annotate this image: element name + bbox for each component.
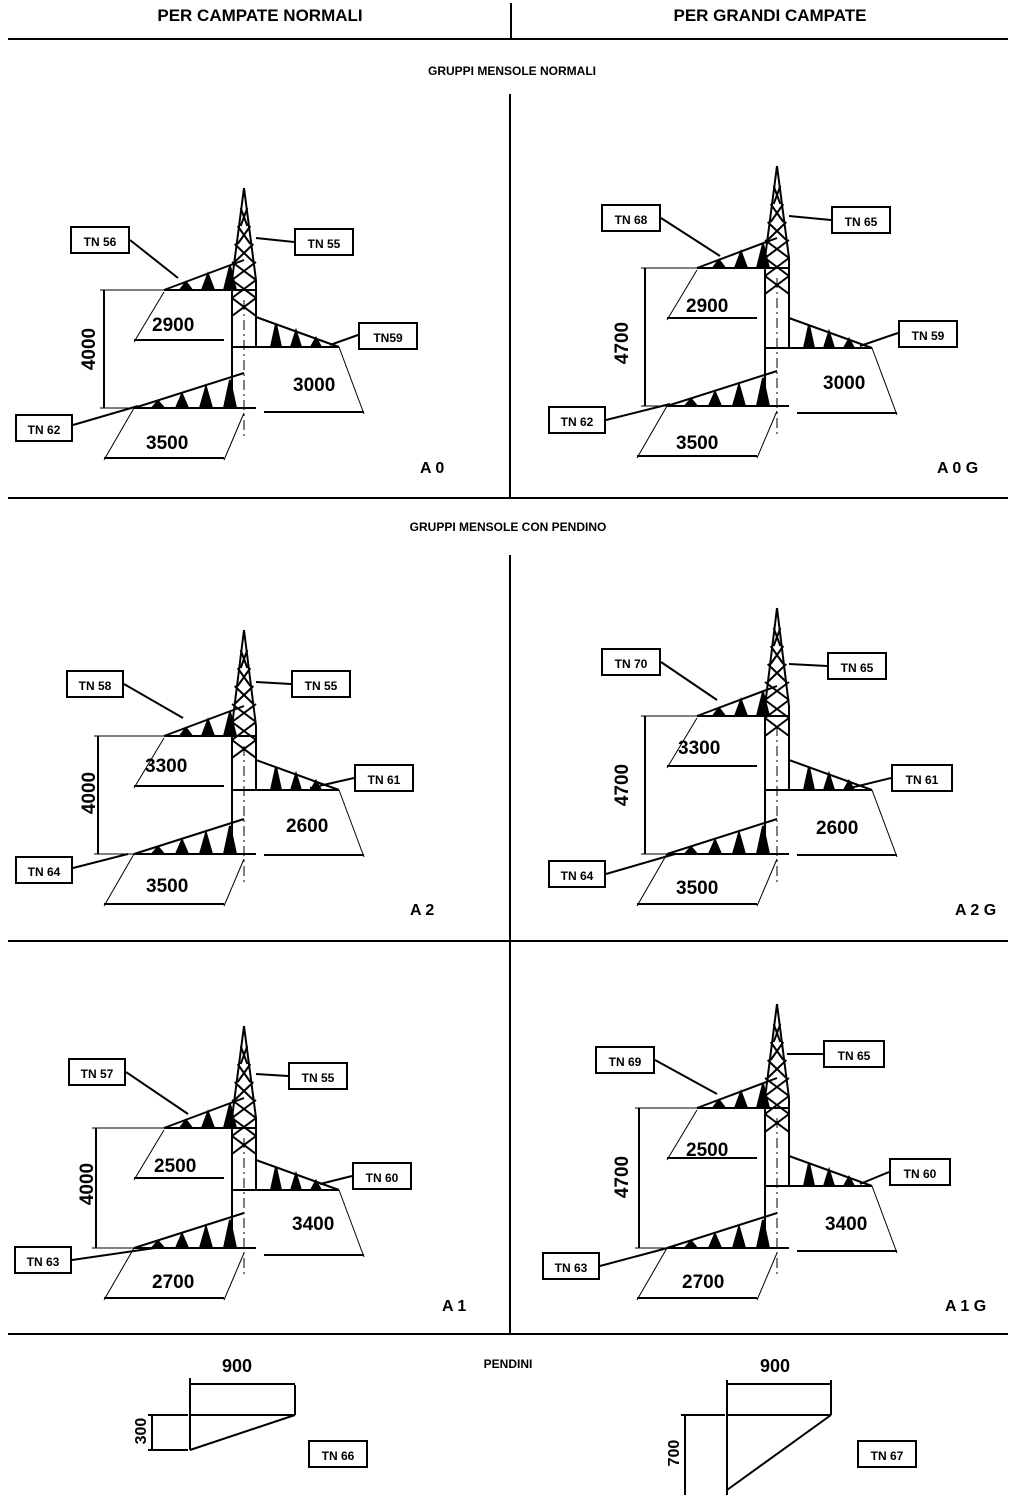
label-top-arm: TN 69 <box>595 1046 655 1074</box>
label-top-arm: TN 58 <box>66 670 124 698</box>
section-title-normali: GRUPPI MENSOLE NORMALI <box>427 64 596 78</box>
label-mast: TN 65 <box>831 206 891 234</box>
rule-3 <box>8 1333 1008 1335</box>
panel-code: A 1 <box>442 1298 467 1315</box>
header-divider <box>510 3 512 39</box>
dim-top: 3300 <box>145 756 188 777</box>
label-mast: TN 55 <box>288 1062 348 1090</box>
tower-drawing <box>599 1003 898 1301</box>
dim-top: 3300 <box>678 738 721 759</box>
dim-bottom: 3500 <box>676 433 719 454</box>
dim-width: 900 <box>222 1356 253 1376</box>
dim-right: 3000 <box>293 375 336 396</box>
dim-top: 2500 <box>686 1140 729 1161</box>
label-mast: TN 65 <box>823 1040 885 1068</box>
label-top-arm: TN 57 <box>68 1058 126 1086</box>
section-title-pendini: PENDINI <box>483 1357 533 1371</box>
header-right: PER GRANDI CAMPATE <box>673 6 867 25</box>
tower-drawing <box>72 629 365 907</box>
dim-bottom: 2700 <box>152 1272 195 1293</box>
dim-height: 4000 <box>77 1162 98 1206</box>
panel-code: A 2 G <box>955 902 997 919</box>
panel-a1: TN 57 TN 55 TN 60 TN 63 4000 2500 3400 2… <box>0 998 505 1328</box>
dim-right: 2600 <box>286 816 329 837</box>
label-right-arm: TN 60 <box>352 1162 412 1190</box>
panel-code: A 1 G <box>945 1298 987 1315</box>
label-pendino: TN 67 <box>857 1440 917 1468</box>
label-top-arm: TN 68 <box>601 204 661 232</box>
dim-top: 2900 <box>152 315 195 336</box>
dim-height: 4700 <box>612 1155 633 1199</box>
label-bottom-arm: TN 62 <box>15 414 73 442</box>
dim-width: 900 <box>760 1356 791 1376</box>
rule-1 <box>8 497 1008 499</box>
panel-code: A 0 G <box>937 460 979 477</box>
label-right-arm: TN 61 <box>891 764 953 792</box>
label-mast: TN 55 <box>294 228 354 256</box>
label-right-arm: TN 60 <box>889 1158 951 1186</box>
dim-top: 2900 <box>686 296 729 317</box>
label-top-arm: TN 70 <box>601 648 661 676</box>
dim-bottom: 3500 <box>146 433 189 454</box>
dim-height: 300 <box>133 1417 150 1445</box>
section-title-pendino: GRUPPI MENSOLE CON PENDINO <box>409 520 607 534</box>
pendino-left: 900 300 TN 66 <box>0 1340 505 1495</box>
label-pendino: TN 66 <box>308 1440 368 1468</box>
header-left: PER CAMPATE NORMALI <box>157 6 363 25</box>
divider-pendino <box>509 555 511 1335</box>
panel-a2: TN 58 TN 55 TN 61 TN 64 4000 3300 2600 3… <box>0 602 505 932</box>
panel-a0g: TN 68 TN 65 TN 59 TN 62 4700 2900 3000 3… <box>505 160 1010 490</box>
label-top-arm: TN 56 <box>70 226 130 254</box>
tower-drawing <box>72 187 365 461</box>
panel-a2g: TN 70 TN 65 TN 61 TN 64 4700 3300 2600 3… <box>505 602 1010 932</box>
dim-height: 4000 <box>79 327 100 371</box>
tower-drawing <box>605 165 899 459</box>
dim-height: 700 <box>666 1439 683 1467</box>
label-bottom-arm: TN 63 <box>14 1246 72 1274</box>
dim-bottom: 2700 <box>682 1272 725 1293</box>
label-right-arm: TN59 <box>358 322 418 350</box>
label-bottom-arm: TN 64 <box>15 856 73 884</box>
dim-right: 2600 <box>816 818 859 839</box>
dim-right: 3400 <box>825 1214 868 1235</box>
dim-height: 4700 <box>612 763 633 807</box>
label-mast: TN 55 <box>291 670 351 698</box>
label-bottom-arm: TN 64 <box>548 860 606 888</box>
dim-right: 3400 <box>292 1214 335 1235</box>
label-mast: TN 65 <box>827 652 887 680</box>
label-bottom-arm: TN 63 <box>542 1252 600 1280</box>
tower-drawing <box>605 607 898 907</box>
dim-height: 4700 <box>612 321 633 365</box>
label-bottom-arm: TN 62 <box>548 406 606 434</box>
tower-drawing <box>71 1025 365 1301</box>
dim-bottom: 3500 <box>676 878 719 899</box>
panel-code: A 0 <box>420 460 445 477</box>
divider-normali <box>509 94 511 498</box>
dim-top: 2500 <box>154 1156 197 1177</box>
pendino-right: 900 700 TN 67 <box>505 1340 1010 1495</box>
label-right-arm: TN 59 <box>898 320 958 348</box>
header-rule <box>8 38 1008 40</box>
pendino-drawing <box>148 1378 296 1451</box>
dim-height: 4000 <box>79 771 100 815</box>
rule-2 <box>8 940 1008 942</box>
panel-code: A 2 <box>410 902 435 919</box>
label-right-arm: TN 61 <box>354 764 414 792</box>
dim-bottom: 3500 <box>146 876 189 897</box>
panel-a0: TN 56 TN 55 TN59 TN 62 4000 2900 3000 35… <box>0 160 505 490</box>
pendino-drawing <box>681 1380 832 1495</box>
panel-a1g: TN 69 TN 65 TN 60 TN 63 4700 2500 3400 2… <box>505 998 1010 1328</box>
dim-right: 3000 <box>823 373 866 394</box>
